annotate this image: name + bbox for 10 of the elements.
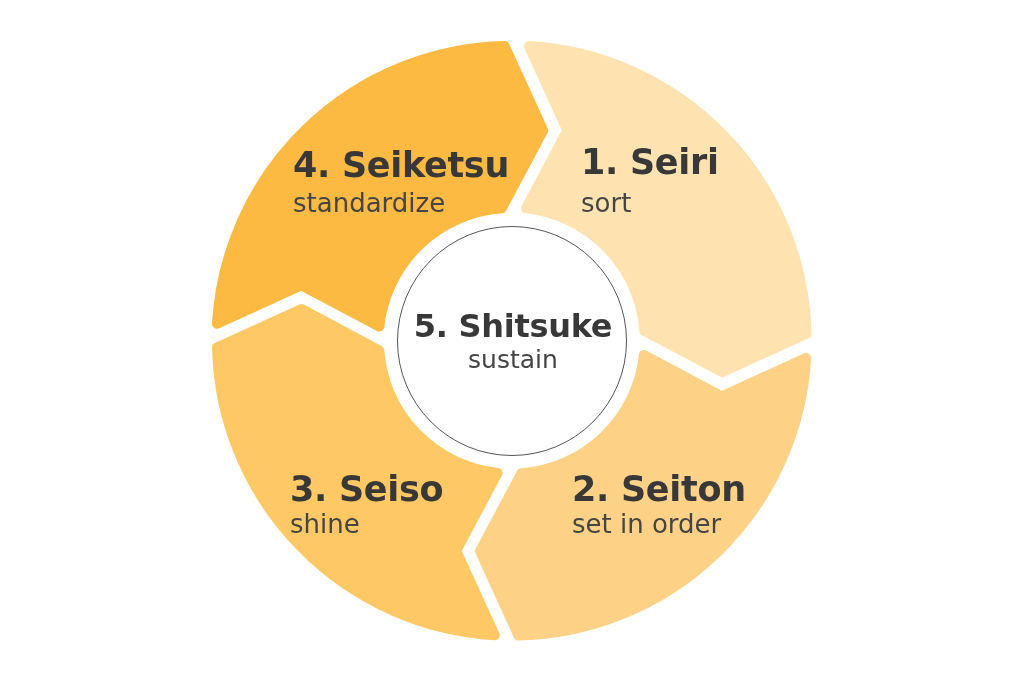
step-description: sort: [581, 190, 632, 216]
step-title: 3. Seiso: [290, 472, 444, 507]
step-title: 4. Seiketsu: [293, 148, 509, 183]
step-title: 2. Seiton: [572, 472, 746, 507]
step-description: shine: [290, 511, 360, 537]
step-description: set in order: [572, 511, 722, 537]
step-title: 1. Seiri: [581, 145, 719, 180]
step-title: 5. Shitsuke: [413, 310, 613, 342]
step-description: standardize: [293, 190, 446, 216]
step-description: sustain: [468, 347, 558, 372]
